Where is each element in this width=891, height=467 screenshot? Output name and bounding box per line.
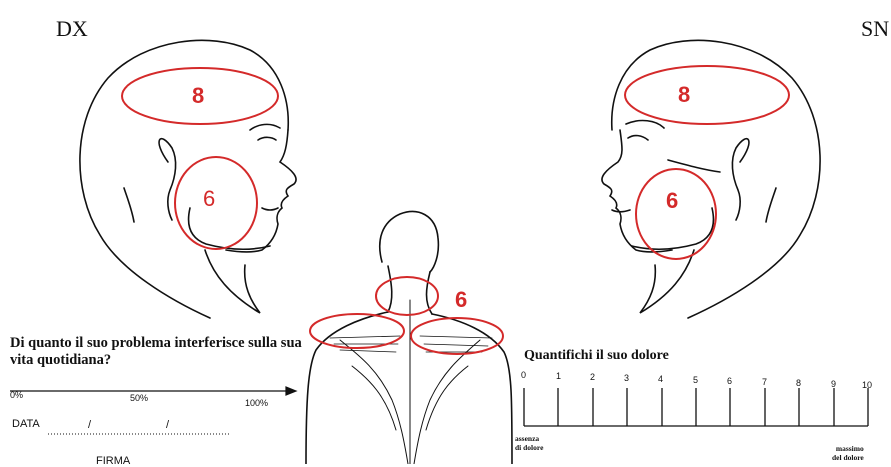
right-face-profile — [226, 130, 296, 252]
date-separator-2: / — [166, 419, 169, 431]
pain-tick-1: 1 — [556, 371, 561, 381]
neck-shoulders-rating: 6 — [455, 287, 467, 313]
torso-shoulders — [306, 312, 512, 464]
pain-scale-ruler — [524, 388, 868, 426]
pain-tick-6: 6 — [727, 376, 732, 386]
right-eyebrow — [250, 124, 280, 130]
left-side-label: SN — [861, 16, 889, 42]
right-jaw-rating: 6 — [203, 186, 215, 212]
right-forehead-rating: 8 — [192, 83, 204, 109]
right-neck — [205, 250, 260, 313]
right-head-outline — [80, 40, 288, 318]
pain-tick-3: 3 — [624, 373, 629, 383]
interference-question-line1: Di quanto il suo problema interferisce s… — [10, 335, 310, 352]
pain-tick-5: 5 — [693, 375, 698, 385]
scale-start-label: 0% — [10, 390, 23, 400]
left-jaw-area — [636, 169, 716, 259]
pain-tick-9: 9 — [831, 379, 836, 389]
left-eyebrow — [626, 121, 664, 128]
left-ear — [732, 139, 749, 220]
interference-question-line2: vita quotidiana? — [10, 352, 310, 369]
interference-question: Di quanto il suo problema interferisce s… — [10, 335, 310, 369]
pain-tick-0: 0 — [521, 370, 526, 380]
right-mouth — [262, 208, 278, 210]
pain-tick-2: 2 — [590, 372, 595, 382]
pain-tick-4: 4 — [658, 374, 663, 384]
torso-back-muscles — [340, 300, 480, 464]
left-mouth — [612, 210, 630, 212]
date-label: DATA — [12, 418, 40, 430]
pain-max-label-line2: del dolore — [832, 453, 864, 462]
pain-min-label-line2: di dolore — [515, 443, 543, 452]
left-neck — [640, 250, 694, 313]
date-separator-1: / — [88, 419, 91, 431]
pain-max-label-line1: massimo — [832, 444, 864, 453]
left-jaw-rating: 6 — [666, 188, 678, 214]
right-side-label: DX — [56, 16, 88, 42]
pain-tick-10: 10 — [862, 380, 872, 390]
left-shoulder-area — [310, 314, 404, 348]
left-cheek-line — [668, 160, 720, 172]
right-jaw-area — [175, 157, 257, 249]
scale-mid-label: 50% — [130, 393, 148, 403]
right-eye — [258, 137, 276, 140]
pain-min-label: assenza di dolore — [515, 434, 543, 452]
pain-max-label: massimo del dolore — [832, 444, 864, 462]
pain-tick-7: 7 — [762, 377, 767, 387]
signature-label: FIRMA — [96, 455, 130, 467]
left-face-profile — [602, 130, 672, 252]
pain-scale-title: Quantifichi il suo dolore — [524, 348, 669, 364]
left-head-outline — [612, 40, 820, 318]
left-eye — [628, 136, 648, 140]
pain-min-label-line1: assenza — [515, 434, 543, 443]
interference-arrowhead — [286, 387, 296, 395]
scale-end-label: 100% — [245, 398, 268, 408]
neck-area — [376, 277, 438, 315]
right-ear — [159, 139, 176, 220]
left-forehead-area — [625, 66, 789, 124]
right-jawline — [189, 208, 270, 249]
pain-tick-8: 8 — [796, 378, 801, 388]
left-forehead-rating: 8 — [678, 82, 690, 108]
torso-head-outline — [380, 212, 439, 272]
